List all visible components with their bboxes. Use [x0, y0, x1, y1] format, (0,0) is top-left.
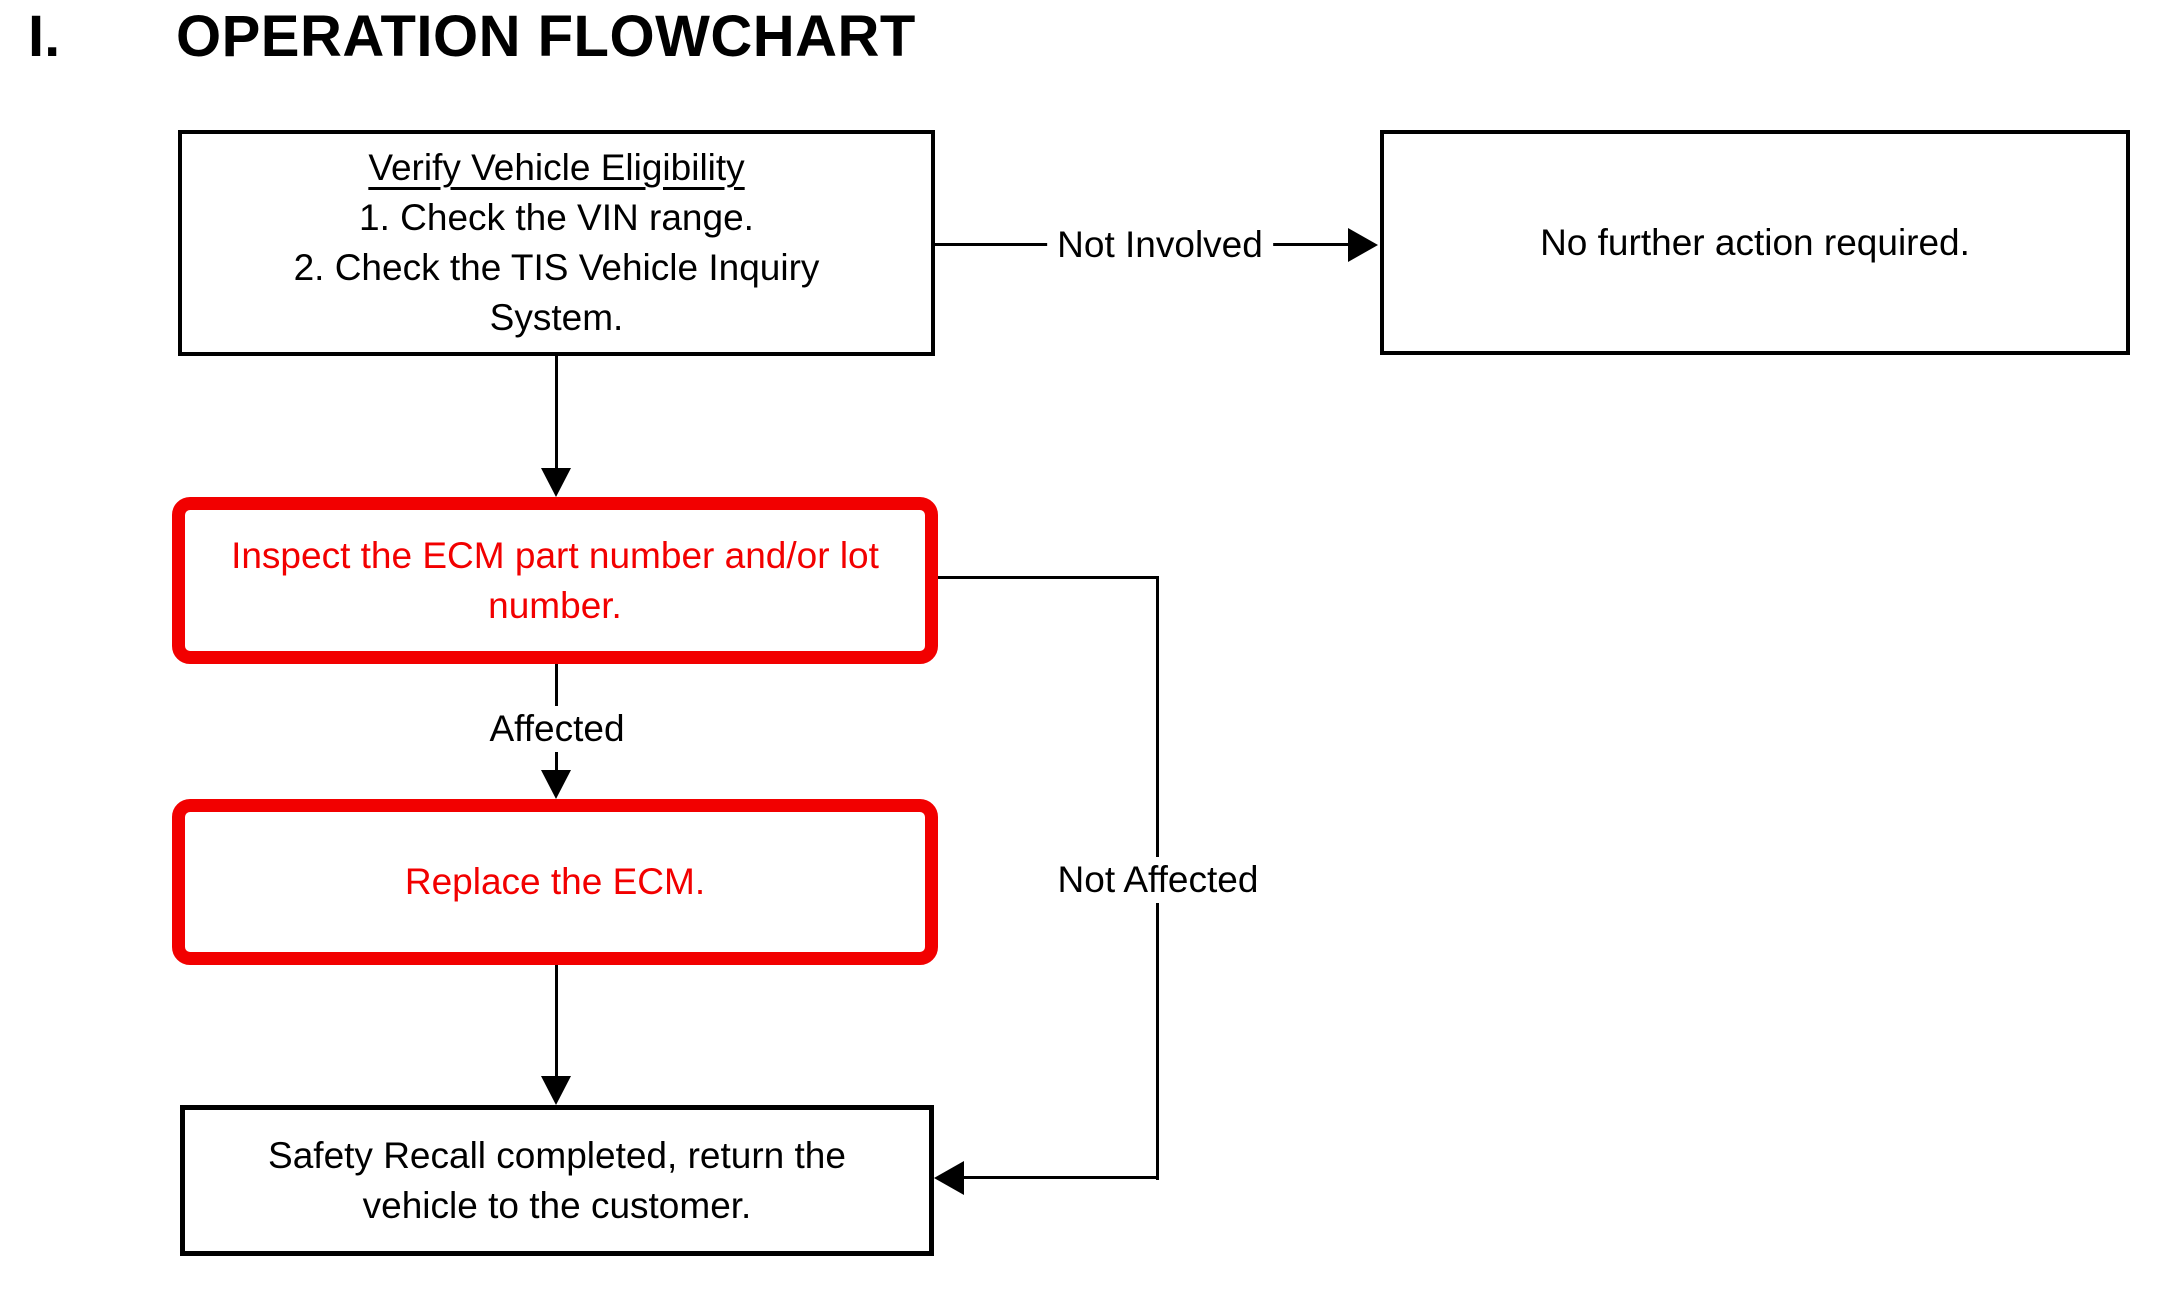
connector-not-affected-top [938, 576, 1159, 579]
connector-not-affected-bottom [962, 1176, 1158, 1179]
verify-step-1: 1. Check the VIN range. [359, 197, 754, 238]
section-numeral: I. [28, 4, 61, 69]
replace-ecm-text: Replace the ECM. [404, 861, 706, 902]
page-title: OPERATION FLOWCHART [176, 4, 916, 69]
inspect-ecm-text: Inspect the ECM part number and/or lot n… [231, 534, 879, 626]
node-replace-ecm: Replace the ECM. [172, 799, 938, 965]
verify-step-2: 2. Check the TIS Vehicle Inquiry System. [293, 247, 820, 338]
node-verify-eligibility: Verify Vehicle Eligibility 1. Check the … [178, 130, 935, 356]
verify-eligibility-content: Verify Vehicle Eligibility 1. Check the … [247, 143, 867, 343]
node-inspect-ecm: Inspect the ECM part number and/or lot n… [172, 497, 938, 664]
node-no-further-action: No further action required. [1380, 130, 2130, 355]
recall-completed-text: Safety Recall completed, return the vehi… [268, 1134, 846, 1226]
verify-heading: Verify Vehicle Eligibility [368, 147, 745, 188]
node-recall-completed: Safety Recall completed, return the vehi… [180, 1105, 934, 1256]
edge-label-affected: Affected [479, 706, 635, 752]
connector-verify-to-inspect [555, 356, 558, 472]
arrowhead-down-icon [541, 770, 571, 799]
arrowhead-left-icon [934, 1161, 964, 1195]
arrowhead-right-icon [1348, 228, 1378, 262]
edge-label-not-involved: Not Involved [1047, 222, 1273, 268]
arrowhead-down-icon [541, 1076, 571, 1105]
edge-label-not-affected: Not Affected [1047, 857, 1269, 903]
no-further-action-text: No further action required. [1540, 221, 1970, 263]
connector-replace-to-complete [555, 965, 558, 1079]
arrowhead-down-icon [541, 468, 571, 497]
